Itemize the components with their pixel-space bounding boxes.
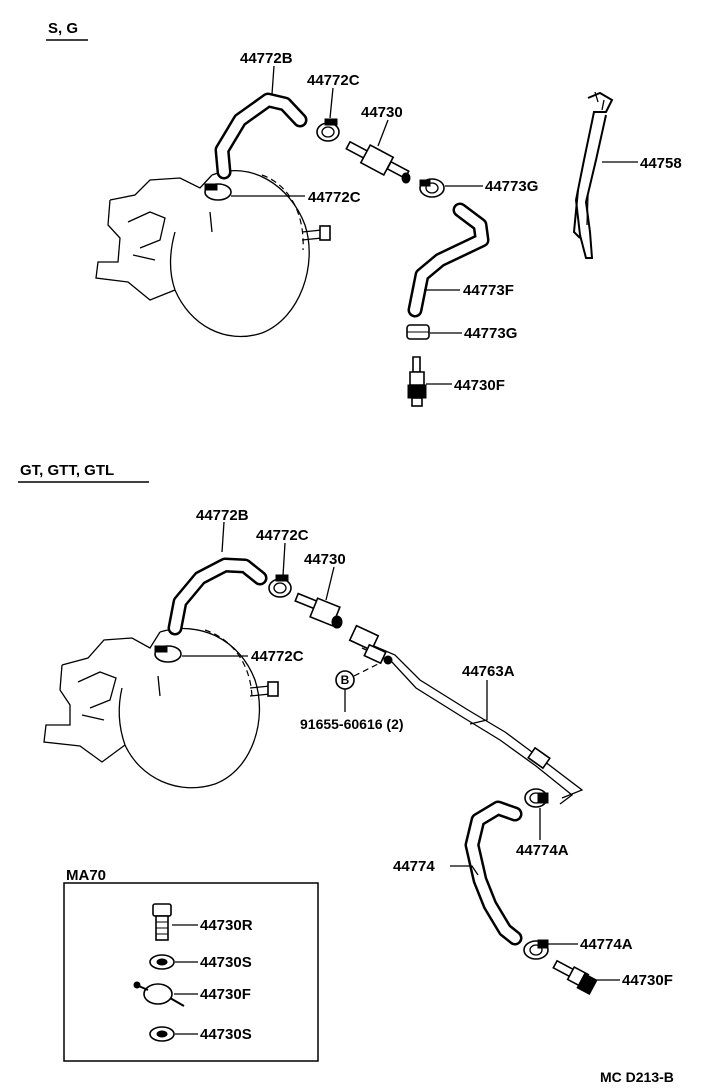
brake-booster-top	[95, 170, 331, 338]
vacuum-hose-44773f	[407, 202, 490, 318]
part-label-44730f: 44730F	[200, 986, 251, 1003]
brake-booster-bottom	[43, 627, 279, 789]
section-title-gt: GT, GTT, GTL	[20, 462, 114, 479]
part-label-44758: 44758	[640, 155, 682, 172]
bolt-reference-letter: B	[341, 673, 350, 687]
bolt-reference-marker: B	[335, 663, 379, 690]
hose-clamp-44772c-upper	[316, 118, 340, 142]
leader-line	[377, 119, 389, 147]
vacuum-hose-44774	[464, 800, 523, 946]
hose-clamp-44773g-upper	[419, 178, 445, 198]
part-label-44772c: 44772C	[256, 527, 309, 544]
union-fitting-44730f-inset	[133, 981, 185, 1007]
part-label-44730: 44730	[304, 551, 346, 568]
part-label-44772c: 44772C	[251, 648, 304, 665]
part-label-44730: 44730	[361, 104, 403, 121]
part-label-44773f: 44773F	[463, 282, 514, 299]
part-label-44772c: 44772C	[307, 72, 360, 89]
part-label-44774a: 44774A	[516, 842, 569, 859]
part-label-91655-60616: 91655-60616 (2)	[300, 716, 404, 732]
part-label-44730s: 44730S	[200, 1026, 252, 1043]
hose-clamp-44773g-lower	[406, 324, 430, 340]
part-label-44774: 44774	[393, 858, 435, 875]
part-label-44772b: 44772B	[196, 507, 249, 524]
bolt-44730r	[152, 903, 172, 941]
inset-title-ma70: MA70	[66, 867, 106, 884]
hose-clamp-44772c-lower	[204, 183, 232, 201]
part-label-44730f: 44730F	[622, 972, 673, 989]
leader-line	[282, 542, 286, 577]
part-label-44773g: 44773G	[485, 178, 538, 195]
part-label-44773g: 44773G	[464, 325, 517, 342]
ma70-inset-box	[63, 882, 319, 1062]
check-valve-44730-top	[345, 140, 411, 184]
hose-clamp-44774a-upper	[524, 788, 549, 808]
diagram-code: MC D213-B	[600, 1069, 674, 1085]
part-label-44774a: 44774A	[580, 936, 633, 953]
gasket-44730s-lower	[149, 1026, 175, 1042]
leader-line	[469, 680, 488, 725]
part-label-44763a: 44763A	[462, 663, 515, 680]
check-valve-44730-bottom	[294, 592, 343, 629]
hose-clamp-44772c-lower	[154, 645, 182, 663]
leader-line	[221, 521, 225, 553]
section-title-s-g: S, G	[48, 20, 78, 37]
leader-line	[329, 87, 334, 119]
union-fitting-44730f-bottom	[552, 959, 598, 996]
vacuum-pipe-44763a	[348, 624, 584, 805]
bracket-44758	[572, 91, 614, 259]
gasket-44730s-upper	[149, 954, 175, 970]
vacuum-hose-44772b-top	[214, 92, 308, 180]
part-label-44730s: 44730S	[200, 954, 252, 971]
hose-clamp-44774a-lower	[523, 939, 549, 960]
part-label-44730r: 44730R	[200, 917, 253, 934]
vacuum-hose-44772b-bottom	[167, 557, 268, 636]
leader-line	[271, 65, 275, 95]
part-label-44772c: 44772C	[308, 189, 361, 206]
hose-clamp-44772c-upper	[268, 574, 292, 598]
leader-line	[325, 566, 335, 601]
part-label-44772b: 44772B	[240, 50, 293, 67]
leader-line	[450, 865, 479, 876]
part-label-44730f: 44730F	[454, 377, 505, 394]
union-fitting-44730f-top	[407, 356, 427, 407]
